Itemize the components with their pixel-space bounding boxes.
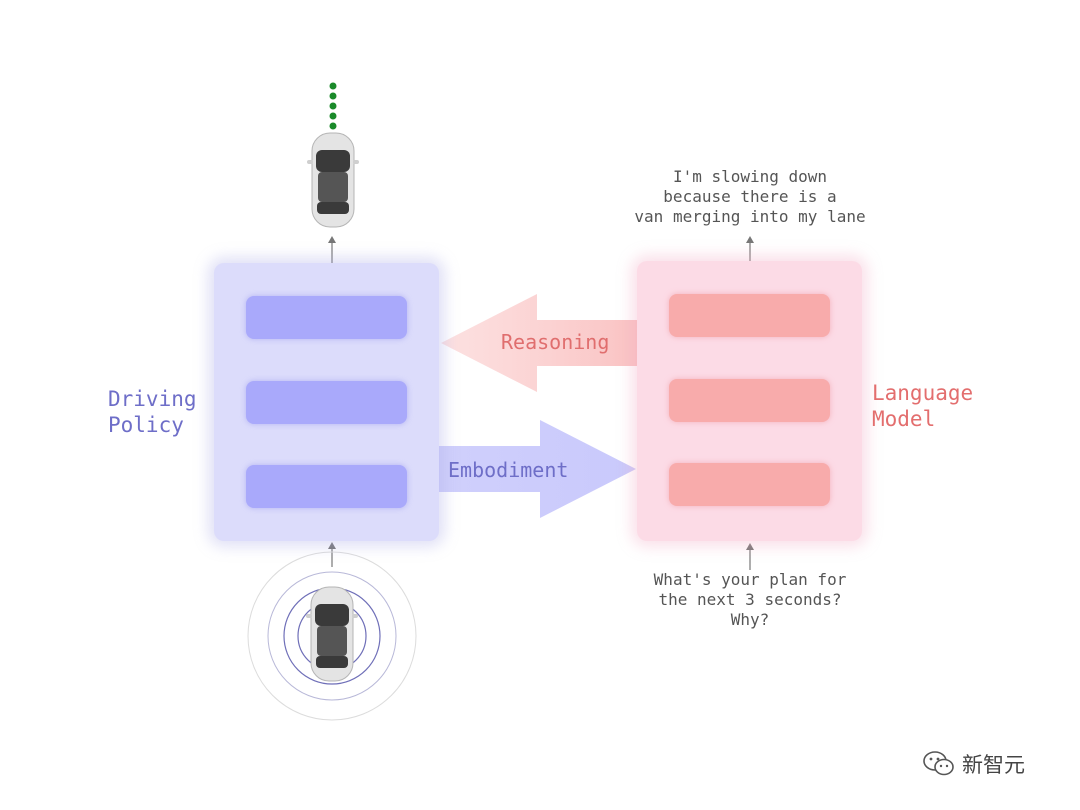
embodiment-arrow	[439, 420, 636, 518]
lm-layer-3	[669, 463, 830, 506]
lm-output-caption: I'm slowing down because there is a van …	[634, 167, 866, 226]
watermark: 新智元	[922, 746, 1025, 782]
language-model-label: Language Model	[872, 381, 974, 431]
watermark-text: 新智元	[962, 753, 1025, 777]
output-car-icon	[307, 132, 359, 228]
ego-car-icon	[306, 586, 358, 682]
reasoning-label: Reasoning	[501, 330, 610, 354]
reasoning-arrow	[441, 294, 637, 392]
policy-input-connector	[328, 542, 336, 567]
embodiment-label: Embodiment	[448, 458, 569, 482]
lm-layer-2	[669, 379, 830, 422]
lm-input-connector	[746, 543, 754, 570]
policy-output-connector	[328, 236, 336, 263]
lm-layer-1	[669, 294, 830, 337]
lm-output-connector	[746, 236, 754, 261]
driving-policy-block	[214, 263, 439, 541]
language-model-block	[637, 261, 862, 541]
policy-layer-1	[246, 296, 407, 339]
policy-layer-2	[246, 381, 407, 424]
policy-layer-3	[246, 465, 407, 508]
wechat-icon	[923, 751, 954, 776]
trajectory-dots	[329, 82, 337, 130]
driving-policy-label: Driving Policy	[108, 387, 197, 437]
lm-input-caption: What's your plan for the next 3 seconds?…	[653, 570, 847, 629]
